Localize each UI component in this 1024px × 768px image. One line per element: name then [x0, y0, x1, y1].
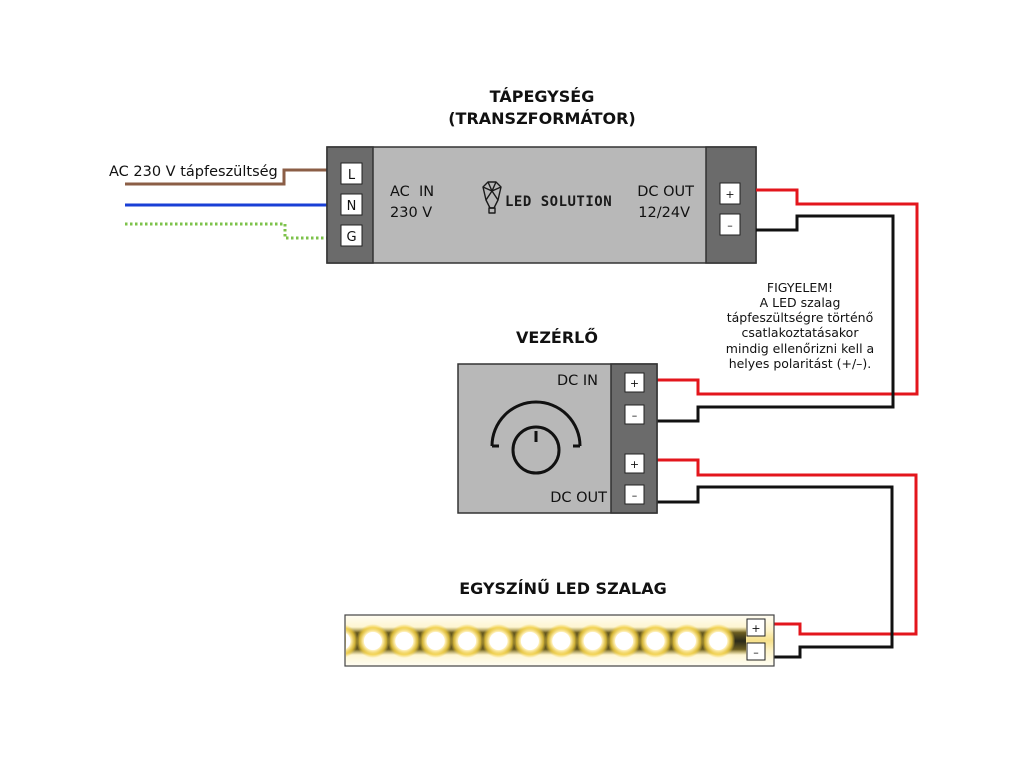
led-chip — [489, 632, 508, 650]
power-supply: TÁPEGYSÉG (TRANSZFORMÁTOR) L N G AC IN 2… — [326, 87, 757, 264]
warning-line-4: csatlakoztatásakor — [742, 325, 860, 340]
psu-output-block — [705, 146, 757, 264]
warning-line-5: mindig ellenőrizni kell a — [726, 341, 874, 356]
led-chip — [552, 632, 571, 650]
terminal-label: – — [727, 219, 733, 232]
warning-line-2: A LED szalag — [760, 295, 841, 310]
dc-out-label: DC OUT — [637, 184, 694, 200]
terminal-label: + — [751, 622, 760, 635]
terminal-label: N — [347, 199, 357, 214]
terminal-label: + — [725, 188, 734, 201]
controller-dc-out-label: DC OUT — [550, 490, 607, 506]
psu-terminal-positive[interactable]: + — [719, 182, 741, 205]
dc-wires — [657, 188, 919, 659]
led-chip — [458, 632, 477, 650]
led-solution-logo: LED SOLUTION — [482, 181, 612, 214]
psu-title-line2: (TRANSZFORMÁTOR) — [448, 109, 636, 128]
controller-in-positive-terminal[interactable]: + — [624, 372, 645, 393]
terminal-label: L — [348, 168, 356, 183]
led-chip — [583, 632, 602, 650]
live-wire — [125, 168, 327, 186]
led-strip-title: EGYSZÍNŰ LED SZALAG — [459, 578, 667, 598]
led-chip — [677, 632, 696, 650]
controller: VEZÉRLŐ DC IN DC OUT + – + – — [457, 327, 658, 514]
ac-in-voltage: 230 V — [390, 205, 432, 221]
led-chip — [395, 632, 414, 650]
led-chip — [363, 632, 382, 650]
warning-line-6: helyes polaritást (+/–). — [729, 356, 872, 371]
strip-positive-terminal[interactable]: + — [746, 618, 766, 637]
controller-in-negative-terminal[interactable]: – — [624, 404, 645, 425]
psu-terminal-negative[interactable]: – — [719, 213, 741, 236]
led-strip: EGYSZÍNŰ LED SZALAG + – — [344, 578, 775, 667]
dc-out-voltage: 12/24V — [638, 205, 690, 221]
terminal-label: – — [632, 489, 638, 502]
controller-to-strip-negative-wire — [657, 485, 894, 659]
controller-title: VEZÉRLŐ — [516, 327, 598, 347]
psu-terminal-G[interactable]: G — [340, 224, 363, 247]
led-chip — [426, 632, 445, 650]
bulb-icon — [482, 181, 502, 214]
mains-wires: AC 230 V tápfeszültség — [109, 164, 327, 240]
led-chip — [646, 632, 665, 650]
psu-title-line1: TÁPEGYSÉG — [490, 87, 595, 106]
warning-line-3: tápfeszültségre történő — [727, 310, 873, 325]
controller-out-negative-terminal[interactable]: – — [624, 484, 645, 505]
controller-to-strip-positive-wire — [657, 458, 918, 636]
led-glow — [346, 624, 359, 658]
led-chip — [520, 632, 539, 650]
ac-in-label: AC IN — [390, 184, 434, 200]
psu-terminal-N[interactable]: N — [340, 193, 363, 216]
strip-negative-terminal[interactable]: – — [746, 642, 766, 661]
led-chip — [615, 632, 634, 650]
mains-label: AC 230 V tápfeszültség — [109, 164, 278, 180]
terminal-label: – — [753, 646, 759, 659]
led-chip — [346, 633, 351, 649]
dimmer-knob-icon[interactable] — [490, 400, 582, 475]
controller-out-positive-terminal[interactable]: + — [624, 453, 645, 474]
ground-wire — [125, 222, 327, 240]
psu-terminal-L[interactable]: L — [340, 162, 363, 185]
led-array — [346, 624, 736, 658]
terminal-label: + — [630, 377, 639, 390]
controller-dc-in-label: DC IN — [557, 373, 598, 389]
polarity-warning: FIGYELEM! A LED szalag tápfeszültségre t… — [726, 280, 874, 371]
terminal-label: G — [346, 230, 356, 245]
psu-to-controller-positive-wire — [657, 188, 919, 396]
terminal-label: + — [630, 458, 639, 471]
terminal-label: – — [632, 409, 638, 422]
warning-line-1: FIGYELEM! — [767, 280, 833, 295]
led-chip — [709, 632, 728, 650]
brand-text: LED SOLUTION — [505, 194, 612, 210]
psu-to-controller-negative-wire — [657, 214, 895, 423]
